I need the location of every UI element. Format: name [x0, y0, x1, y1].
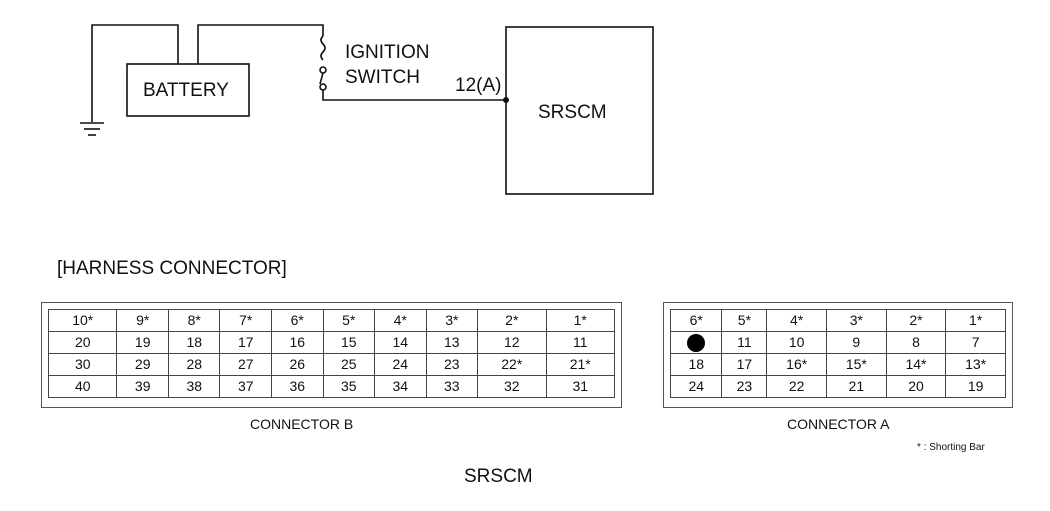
connector-a-pin: 17 — [721, 353, 768, 376]
connector-b-pin: 28 — [167, 353, 221, 376]
connector-b-pin: 31 — [545, 375, 616, 398]
blank-pin-dot-icon — [687, 334, 706, 353]
battery-positive-wire — [197, 24, 324, 64]
connector-b-pin: 22* — [477, 353, 547, 376]
ignition-switch-icon — [320, 35, 326, 61]
connector-b-row: 10*9*8*7*6*5*4*3*2*1* — [47, 309, 616, 332]
connector-b-pin: 38 — [167, 375, 221, 398]
connector-a-pin: 2* — [885, 309, 947, 332]
connector-b-pin: 39 — [116, 375, 169, 398]
connector-a-caption: CONNECTOR A — [787, 416, 890, 432]
connector-b-pin: 19 — [116, 331, 169, 354]
connector-b-pin: 14 — [374, 331, 427, 354]
connector-b-caption: CONNECTOR B — [250, 416, 354, 432]
connector-a-pin: 4* — [766, 309, 827, 332]
connector-b-pin: 8* — [167, 309, 221, 332]
connector-b-pin: 11 — [545, 331, 616, 354]
connector-a-pin: 15* — [826, 353, 887, 376]
connector-a-pin: 18 — [669, 353, 723, 376]
connector-b-pin: 21* — [545, 353, 616, 376]
connector-b-pin: 20 — [47, 331, 118, 354]
connector-b-pin: 30 — [47, 353, 118, 376]
connector-a-pin: 6* — [669, 309, 723, 332]
connector-a-pin: 22 — [766, 375, 827, 398]
connector-b-pin: 15 — [322, 331, 376, 354]
connector-b-pin: 36 — [271, 375, 324, 398]
connector-b-pin: 23 — [425, 353, 479, 376]
connector-a-pin: 1* — [945, 309, 1006, 332]
srscm-box — [505, 26, 654, 195]
connector-b-pin: 2* — [477, 309, 547, 332]
connector-b-pin: 25 — [322, 353, 376, 376]
connector-b-pin: 7* — [219, 309, 272, 332]
connector-a-pin: 10 — [766, 331, 827, 354]
harness-title: [HARNESS CONNECTOR] — [57, 258, 287, 279]
connector-b-pin: 4* — [374, 309, 427, 332]
connector-b-pin: 16 — [271, 331, 324, 354]
connector-b-pin: 5* — [322, 309, 376, 332]
connector-b-pin: 9* — [116, 309, 169, 332]
connector-b-pin: 32 — [477, 375, 547, 398]
ignition-label-line1: IGNITION — [345, 42, 430, 63]
pin-label: 12(A) — [455, 75, 502, 96]
connector-a-pin: 9 — [826, 331, 887, 354]
connector-b-pin: 27 — [219, 353, 272, 376]
connector-a-pin: 16* — [766, 353, 827, 376]
connector-b-pin: 34 — [374, 375, 427, 398]
connector-b-pin: 18 — [167, 331, 221, 354]
footer-title: SRSCM — [464, 466, 533, 487]
battery-box — [126, 63, 250, 117]
connector-a-blank-pin — [669, 331, 723, 354]
ignition-label-line2: SWITCH — [345, 67, 420, 88]
ground-wire — [91, 24, 179, 122]
connector-a-pin: 20 — [885, 375, 947, 398]
connector-a-pin: 21 — [826, 375, 887, 398]
connector-a-pin: 5* — [721, 309, 768, 332]
connector-a-pin: 24 — [669, 375, 723, 398]
connector-a-pin: 11 — [721, 331, 768, 354]
connector-b-pin: 26 — [271, 353, 324, 376]
connector-b-pin: 40 — [47, 375, 118, 398]
connector-a-pin: 23 — [721, 375, 768, 398]
shorting-bar-note: * : Shorting Bar — [917, 442, 985, 453]
connector-b-pin: 12 — [477, 331, 547, 354]
connector-b-pin: 29 — [116, 353, 169, 376]
connector-b-pin: 13 — [425, 331, 479, 354]
connector-b-pin: 3* — [425, 309, 479, 332]
battery-label: BATTERY — [143, 80, 229, 101]
connector-b-pin: 35 — [322, 375, 376, 398]
connector-b-pin: 17 — [219, 331, 272, 354]
connector-b-pin: 10* — [47, 309, 118, 332]
connector-a-pin: 13* — [945, 353, 1006, 376]
connector-a-pin: 3* — [826, 309, 887, 332]
junction-dot — [503, 97, 509, 103]
connector-b-pin: 1* — [545, 309, 616, 332]
connector-b-pin: 33 — [425, 375, 479, 398]
connector-a-pin: 19 — [945, 375, 1006, 398]
ignition-feed-wire — [322, 90, 506, 101]
connector-b-pin: 24 — [374, 353, 427, 376]
connector-b-pin: 37 — [219, 375, 272, 398]
module-label: SRSCM — [538, 102, 607, 123]
connector-a-pin: 7 — [945, 331, 1006, 354]
connector-b-pin: 6* — [271, 309, 324, 332]
connector-a-pin: 14* — [885, 353, 947, 376]
connector-a-row: 6*5*4*3*2*1* — [669, 309, 1006, 332]
connector-a-pin: 8 — [885, 331, 947, 354]
